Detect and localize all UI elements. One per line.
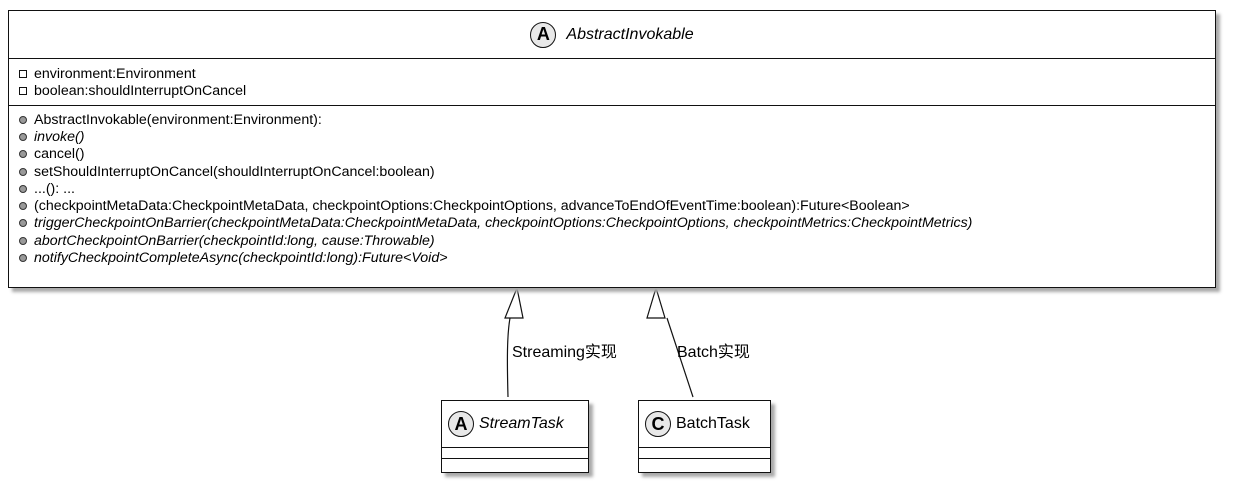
methods-section: AbstractInvokable(environment:Environmen… (9, 106, 1215, 267)
abstract-class-icon: A (530, 21, 557, 48)
class-abstractinvokable[interactable]: A AbstractInvokable environment:Environm… (8, 10, 1216, 288)
method-row: notifyCheckpointCompleteAsync(checkpoint… (19, 249, 1215, 266)
class-header: A AbstractInvokable (9, 11, 1215, 59)
public-method-icon (19, 132, 27, 141)
abstract-class-icon: A (448, 411, 474, 437)
methods-section (442, 459, 588, 471)
method-row: invoke() (19, 128, 1215, 145)
class-header: A StreamTask (442, 401, 588, 448)
method-row: (checkpointMetaData:CheckpointMetaData, … (19, 197, 1215, 214)
edge-label-streaming: Streaming实现 (512, 344, 617, 361)
public-method-icon (19, 236, 27, 245)
class-batchtask[interactable]: C BatchTask (638, 400, 771, 473)
methods-section (639, 459, 770, 471)
edge-streamtask-to-parent (506, 317, 511, 398)
method-row: cancel() (19, 146, 1215, 163)
class-streamtask[interactable]: A StreamTask (441, 400, 589, 473)
public-method-icon (19, 167, 27, 176)
class-name: AbstractInvokable (566, 25, 694, 43)
class-header: C BatchTask (639, 401, 770, 448)
class-icon: C (645, 411, 671, 437)
fields-section (442, 448, 588, 459)
generalization-arrowhead-batch (646, 285, 666, 319)
field-row: environment:Environment (19, 65, 1215, 82)
edge-label-batch: Batch实现 (677, 344, 750, 361)
method-row: setShouldInterruptOnCancel(shouldInterru… (19, 163, 1215, 180)
public-method-icon (19, 184, 27, 193)
generalization-arrowhead-streaming (504, 285, 524, 319)
public-method-icon (19, 202, 27, 211)
fields-section (639, 448, 770, 459)
edge-batchtask-to-parent (666, 317, 694, 398)
class-name: StreamTask (479, 415, 564, 432)
public-method-icon (19, 219, 27, 228)
fields-section: environment:Environment boolean:shouldIn… (9, 59, 1215, 106)
public-method-icon (19, 115, 27, 124)
method-row: abortCheckpointOnBarrier(checkpointId:lo… (19, 232, 1215, 249)
public-method-icon (19, 150, 27, 159)
field-row: boolean:shouldInterruptOnCancel (19, 82, 1215, 99)
method-row: AbstractInvokable(environment:Environmen… (19, 111, 1215, 128)
private-field-icon (19, 69, 27, 78)
public-method-icon (19, 254, 27, 263)
method-row: ...(): ... (19, 180, 1215, 197)
method-row: triggerCheckpointOnBarrier(checkpointMet… (19, 215, 1215, 232)
class-name: BatchTask (676, 415, 750, 432)
private-field-icon (19, 86, 27, 95)
